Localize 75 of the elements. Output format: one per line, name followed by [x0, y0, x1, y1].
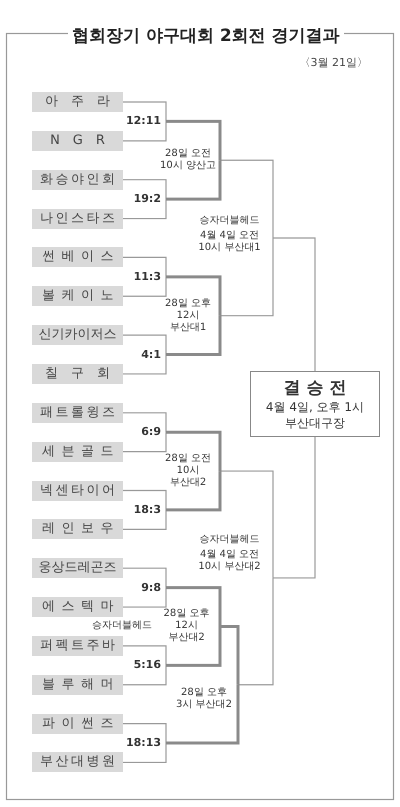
team-box: NGR: [32, 130, 123, 151]
team-box: 웅상드레곤즈: [32, 558, 123, 578]
bracket-line: [166, 626, 222, 667]
match-score: 5:16: [120, 657, 166, 674]
bracket-line: [166, 471, 222, 512]
team-box: 볼케이노: [32, 286, 123, 306]
bracket-line: [123, 121, 167, 142]
team-box: 에스텍마: [32, 597, 123, 618]
bracket-line: [123, 101, 167, 122]
match-score: 9:8: [120, 580, 166, 596]
match-schedule: 4월 4일 오전 10시 부산대2: [197, 549, 262, 574]
bracket-line: [166, 430, 222, 472]
bracket-line: [123, 665, 167, 686]
date-label: 〈3월 21일〉: [300, 55, 368, 70]
match-schedule: 28일 오전 10시 양산고: [159, 148, 217, 172]
bracket-line: [166, 160, 222, 201]
team-box: 썬베이스: [32, 247, 123, 268]
bracket-line: [220, 238, 274, 316]
bracket-line: [123, 276, 167, 297]
note: 승자더블헤드: [92, 620, 152, 632]
match-schedule: 28일 오후 12시 부산대1: [164, 298, 212, 334]
final-box: [250, 371, 380, 437]
bracket-line: [166, 316, 222, 356]
final-schedule: 4월 4일, 오후 1시 부산대구장: [264, 399, 366, 431]
bracket-line: [220, 160, 274, 238]
match-schedule: 28일 오전 10시 부산대2: [164, 453, 212, 490]
team-box: 패트롤윙즈: [32, 402, 123, 423]
bracket-line: [123, 588, 167, 608]
match-score: 18:3: [120, 502, 166, 518]
team-box: 아주라: [32, 92, 123, 112]
bracket-line: [123, 412, 167, 432]
team-box: 레인보우: [32, 519, 123, 540]
bracket-line: [123, 723, 167, 744]
bracket-line: [123, 490, 167, 510]
bracket-line: [123, 432, 167, 452]
match-score: 11:3: [120, 268, 166, 285]
bracket-line: [123, 199, 167, 220]
bracket-line: [238, 578, 274, 686]
final-title: 결승전: [282, 377, 352, 399]
match-score: 18:13: [120, 735, 166, 752]
bracket-line: [123, 743, 167, 764]
team-box: 넥센타이어: [32, 480, 123, 500]
match-schedule: 28일 오후 3시 부산대2: [175, 686, 233, 711]
team-box: 세븐골드: [32, 442, 123, 462]
match-score: 19:2: [120, 191, 166, 208]
match-schedule: 4월 4일 오전 10시 부산대1: [197, 230, 262, 254]
bracket-line: [123, 179, 167, 200]
note: 승자더블헤드: [200, 534, 260, 546]
team-box: 부산대병원: [32, 752, 123, 772]
team-box: 칠구회: [32, 364, 123, 384]
bracket-line: [123, 334, 167, 355]
team-box: 퍼펙트주바: [32, 636, 123, 656]
bracket-line: [166, 275, 222, 316]
match-score: 6:9: [120, 424, 166, 440]
team-box: 블루해머: [32, 674, 123, 695]
match-schedule: 28일 오후 12시 부산대2: [162, 608, 210, 644]
team-box: 화승야인회: [32, 170, 123, 190]
team-box: 나인스타즈: [32, 208, 123, 229]
bracket-line: [273, 437, 316, 579]
bracket-line: [220, 470, 274, 578]
match-score: 12:11: [120, 113, 166, 130]
bracket-line: [123, 510, 167, 530]
team-box: 파이썬즈: [32, 714, 123, 734]
bracket-line: [166, 120, 222, 160]
bracket-line: [273, 237, 316, 371]
bracket-line: [123, 354, 167, 375]
match-score: 4:1: [120, 346, 166, 363]
bracket-line: [166, 586, 222, 626]
bracket-line: [166, 684, 240, 745]
bracket-line: [220, 624, 240, 685]
team-box: 신기카이저스: [32, 325, 123, 346]
note: 승자더블헤드: [200, 215, 260, 228]
bracket-line: [123, 645, 167, 666]
bracket-line: [123, 256, 167, 277]
bracket-line: [123, 568, 167, 588]
